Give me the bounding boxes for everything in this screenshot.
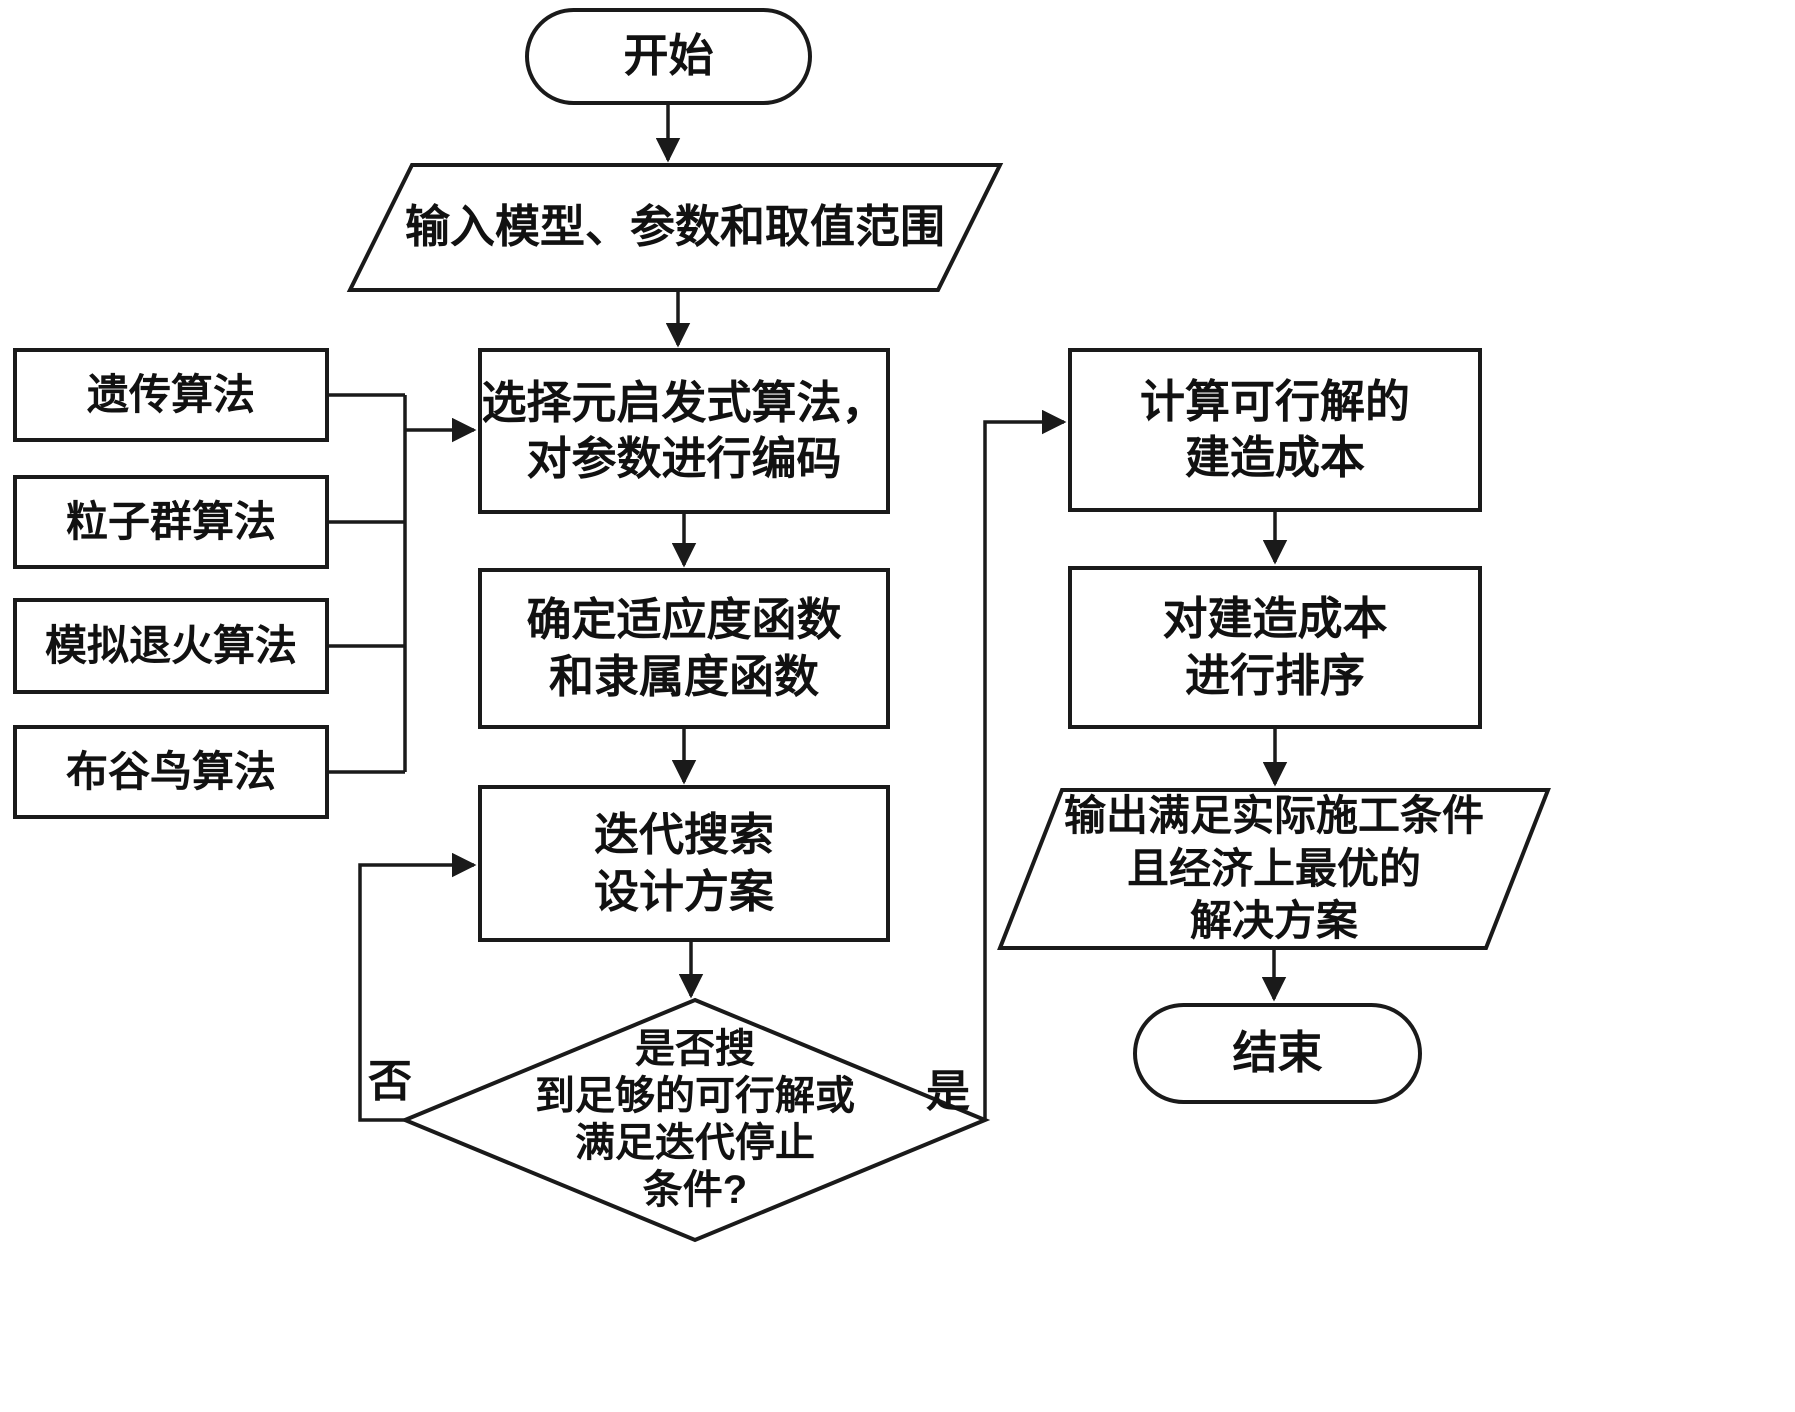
sort-cost-shape: [1068, 566, 1482, 729]
input-parallelogram-shape: [346, 163, 1004, 292]
iterate-shape: [478, 785, 890, 942]
edge-decision-yes: [983, 409, 1067, 1120]
output-parallelogram-shape: [997, 788, 1551, 950]
edge-decision-no-loop: [358, 852, 477, 1122]
algo-pso-shape: [13, 475, 329, 569]
algo-genetic-shape: [13, 348, 329, 442]
decision-diamond-shape: [399, 997, 991, 1243]
select-encode-shape: [478, 348, 890, 514]
end-terminator-shape: [1133, 1003, 1422, 1104]
start-terminator-shape: [525, 8, 812, 105]
fitness-shape: [478, 568, 890, 729]
algo-cuckoo-shape: [13, 725, 329, 819]
algo-sa-shape: [13, 598, 329, 694]
calc-cost-shape: [1068, 348, 1482, 512]
